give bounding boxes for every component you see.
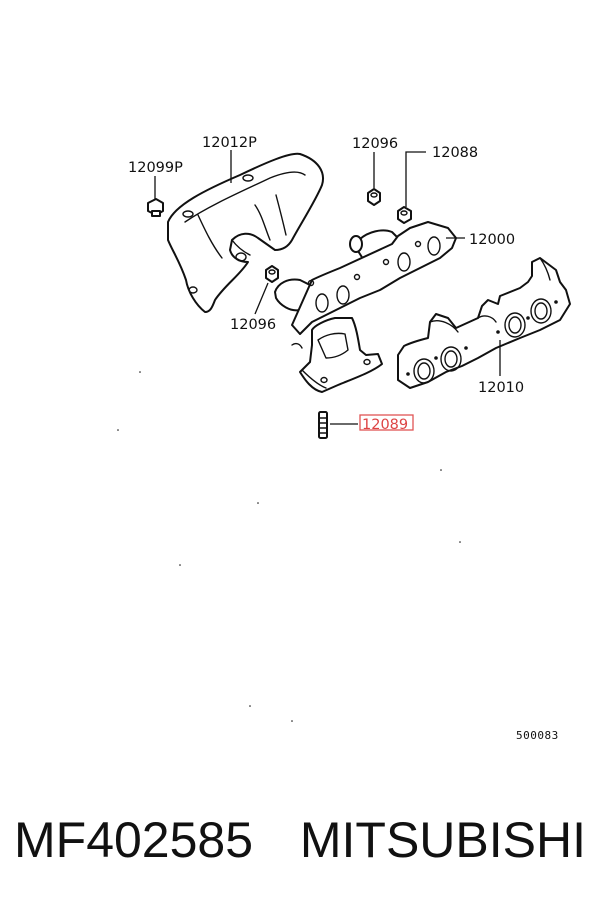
bolt-part[interactable] (147, 198, 164, 217)
scan-specks (117, 371, 461, 722)
label-stud-bottom[interactable]: 12089 (362, 417, 408, 433)
exhaust-manifold-part[interactable] (274, 221, 457, 393)
label-nut-top[interactable]: 12096 (352, 136, 398, 152)
nut-top-part[interactable] (367, 188, 381, 206)
nut-left-part[interactable] (265, 265, 279, 283)
heat-shield-part[interactable] (167, 152, 324, 313)
label-highlight-box (359, 414, 414, 431)
reference-code: 500083 (516, 729, 559, 742)
stud-bottom-part[interactable] (318, 411, 328, 439)
leader-lines (154, 150, 501, 425)
label-gasket[interactable]: 12010 (478, 380, 524, 396)
part-labels: 12012P 12099P 12096 12088 12000 12096 12… (128, 135, 559, 742)
label-bolt[interactable]: 12099P (128, 160, 183, 176)
gasket-part[interactable] (397, 257, 571, 389)
brand-name: MITSUBISHI (299, 812, 586, 868)
part-number: MF402585 (14, 812, 254, 868)
label-stud-top[interactable]: 12088 (432, 145, 478, 161)
stud-top-part[interactable] (397, 206, 412, 224)
label-manifold[interactable]: 12000 (469, 232, 515, 248)
label-nut-left[interactable]: 12096 (230, 317, 276, 333)
label-heat-shield[interactable]: 12012P (202, 135, 257, 151)
product-footer: MF402585 MITSUBISHI (0, 800, 600, 880)
